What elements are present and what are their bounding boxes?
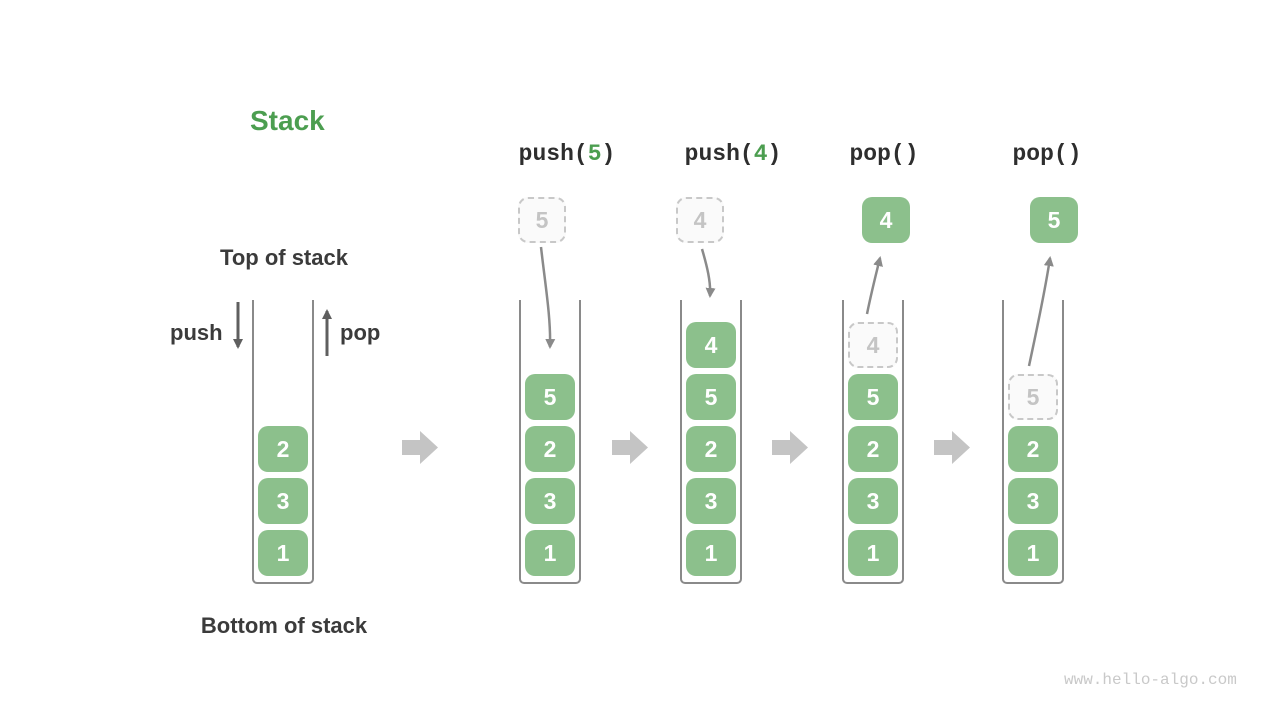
stack-item: 3 <box>1008 478 1058 524</box>
stack-item: 2 <box>525 426 575 472</box>
stack-item: 1 <box>686 530 736 576</box>
stack-item: 2 <box>1008 426 1058 472</box>
stack-item-ghost: 5 <box>1008 374 1058 420</box>
flow-arrow-icon <box>612 431 648 464</box>
op-label-pop-2: pop() <box>1012 141 1081 167</box>
stack-item: 1 <box>258 530 308 576</box>
diagram-title: Stack <box>250 105 325 136</box>
pop-label: pop <box>340 320 381 345</box>
op-text: pop() <box>1012 141 1082 167</box>
stack-item: 3 <box>258 478 308 524</box>
stack-item: 2 <box>686 426 736 472</box>
stack-item: 3 <box>525 478 575 524</box>
stack-item: 5 <box>848 374 898 420</box>
stack-item: 1 <box>525 530 575 576</box>
floating-popped-value: 4 <box>862 197 910 243</box>
floating-ghost-value: 4 <box>676 197 724 243</box>
flow-arrow-icon <box>402 431 438 464</box>
stack-item: 4 <box>686 322 736 368</box>
stack-item: 5 <box>686 374 736 420</box>
stack-container-pop-4: 4 5 2 3 1 <box>842 300 904 584</box>
stack-item: 3 <box>848 478 898 524</box>
stack-item: 3 <box>686 478 736 524</box>
floating-ghost-value: 5 <box>518 197 566 243</box>
op-text: ) <box>601 141 616 167</box>
stack-container-initial: 2 3 1 <box>252 300 314 584</box>
watermark: www.hello-algo.com <box>1064 671 1237 689</box>
op-text: push( <box>518 141 588 167</box>
op-arg: 5 <box>587 141 602 167</box>
floating-popped-value: 5 <box>1030 197 1078 243</box>
flow-arrow-icon <box>772 431 808 464</box>
op-text: ) <box>767 141 782 167</box>
stack-item: 1 <box>848 530 898 576</box>
op-arg: 4 <box>753 141 768 167</box>
op-text: pop() <box>849 141 919 167</box>
stack-item: 1 <box>1008 530 1058 576</box>
top-of-stack-label: Top of stack <box>220 245 348 270</box>
stack-item: 2 <box>848 426 898 472</box>
stack-item: 2 <box>258 426 308 472</box>
bottom-of-stack-label: Bottom of stack <box>200 613 368 638</box>
op-label-pop-1: pop() <box>849 141 918 167</box>
stack-container-push-5: 5 2 3 1 <box>519 300 581 584</box>
op-label-push-4: push(4) <box>685 141 782 167</box>
push-label: push <box>170 320 223 345</box>
flow-arrow-icon <box>934 431 970 464</box>
stack-item: 5 <box>525 374 575 420</box>
push-4-curve-arrow-icon <box>700 248 716 298</box>
stack-item-ghost: 4 <box>848 322 898 368</box>
op-text: push( <box>684 141 754 167</box>
stack-container-push-4: 4 5 2 3 1 <box>680 300 742 584</box>
op-label-push-5: push(5) <box>519 141 616 167</box>
stack-container-pop-5: 5 2 3 1 <box>1002 300 1064 584</box>
